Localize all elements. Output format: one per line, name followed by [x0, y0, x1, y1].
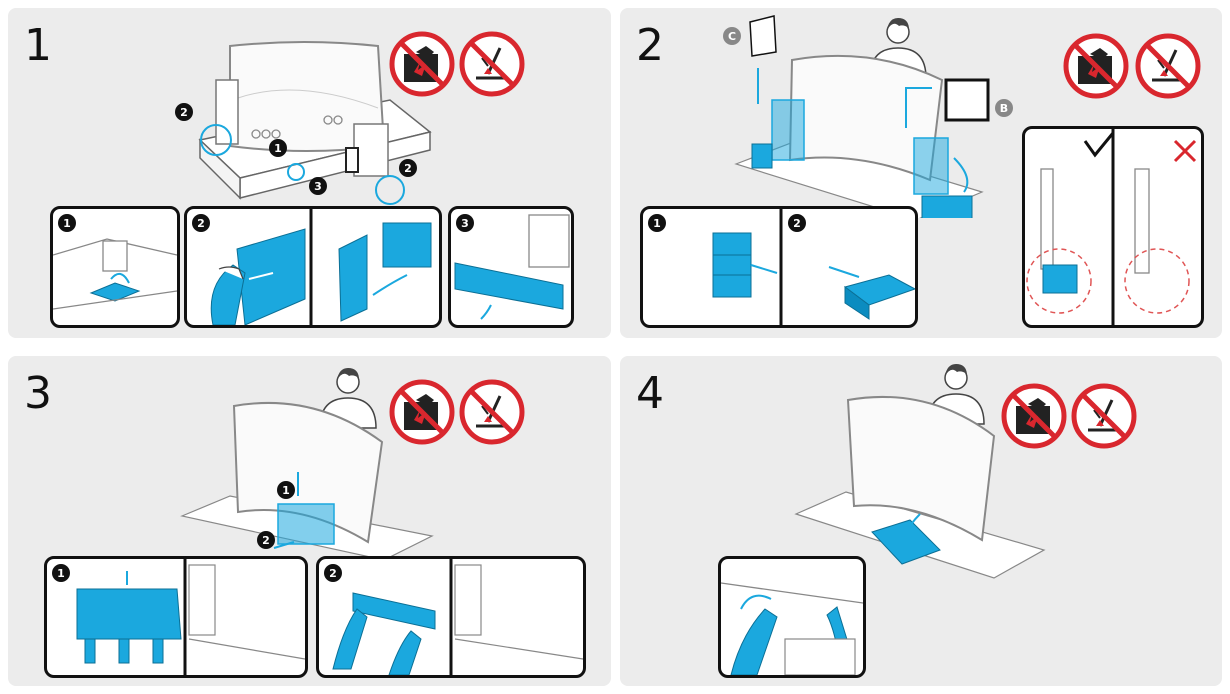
step-number: 2	[636, 20, 664, 71]
detail-badge: 1	[57, 567, 65, 580]
callout-badge: 3	[314, 180, 322, 193]
no-sharp-tool-icon	[462, 34, 522, 94]
detail-badge: 2	[329, 567, 337, 580]
callout-badge: 1	[274, 142, 282, 155]
no-cutter-icon	[1066, 36, 1126, 96]
no-sharp-tool-icon	[1074, 386, 1134, 446]
detail-badge: 1	[653, 217, 661, 230]
part-label-c: C	[728, 30, 736, 43]
callout-badge: 2	[180, 106, 188, 119]
step-1-detail-2: 2	[184, 206, 442, 328]
callout-badge: 1	[282, 484, 290, 497]
step-2-detail: 1 2	[640, 206, 918, 328]
step-4-detail	[718, 556, 866, 678]
no-cutter-icon	[392, 34, 452, 94]
no-sharp-tool-icon	[462, 382, 522, 442]
step-4-scene	[794, 363, 1222, 579]
detail-badge: 2	[197, 217, 205, 230]
step-1-detail-3: 3	[448, 206, 574, 328]
no-sharp-tool-icon	[1138, 36, 1198, 96]
detail-badge: 1	[63, 217, 71, 230]
step-3-detail-2: 2	[316, 556, 586, 678]
step-2-panel: 2 C B 1	[620, 8, 1222, 338]
step-1-panel: 1 2 1 3 2	[8, 8, 611, 338]
step-3-scene: 1 2	[180, 367, 611, 556]
step-1-detail-1: 1	[50, 206, 180, 328]
cross-icon	[1173, 139, 1197, 163]
step-1-scene: 2 1 3 2	[175, 8, 611, 205]
no-cutter-icon	[392, 382, 452, 442]
step-2-compare	[1022, 126, 1204, 328]
step-number: 4	[636, 368, 664, 419]
step-2-scene: C B	[723, 15, 1222, 218]
detail-badge: 2	[793, 217, 801, 230]
no-cutter-icon	[1004, 386, 1064, 446]
step-3-panel: 3 1 2 1 2	[8, 356, 611, 686]
callout-badge: 2	[404, 162, 412, 175]
step-number: 3	[24, 368, 52, 419]
step-3-detail-1: 1	[44, 556, 308, 678]
checkmark-icon	[1083, 132, 1115, 158]
callout-badge: 2	[262, 534, 270, 547]
step-4-panel: 4	[620, 356, 1222, 686]
detail-badge: 3	[461, 217, 469, 230]
step-number: 1	[24, 20, 52, 71]
part-label-b: B	[1000, 102, 1008, 115]
